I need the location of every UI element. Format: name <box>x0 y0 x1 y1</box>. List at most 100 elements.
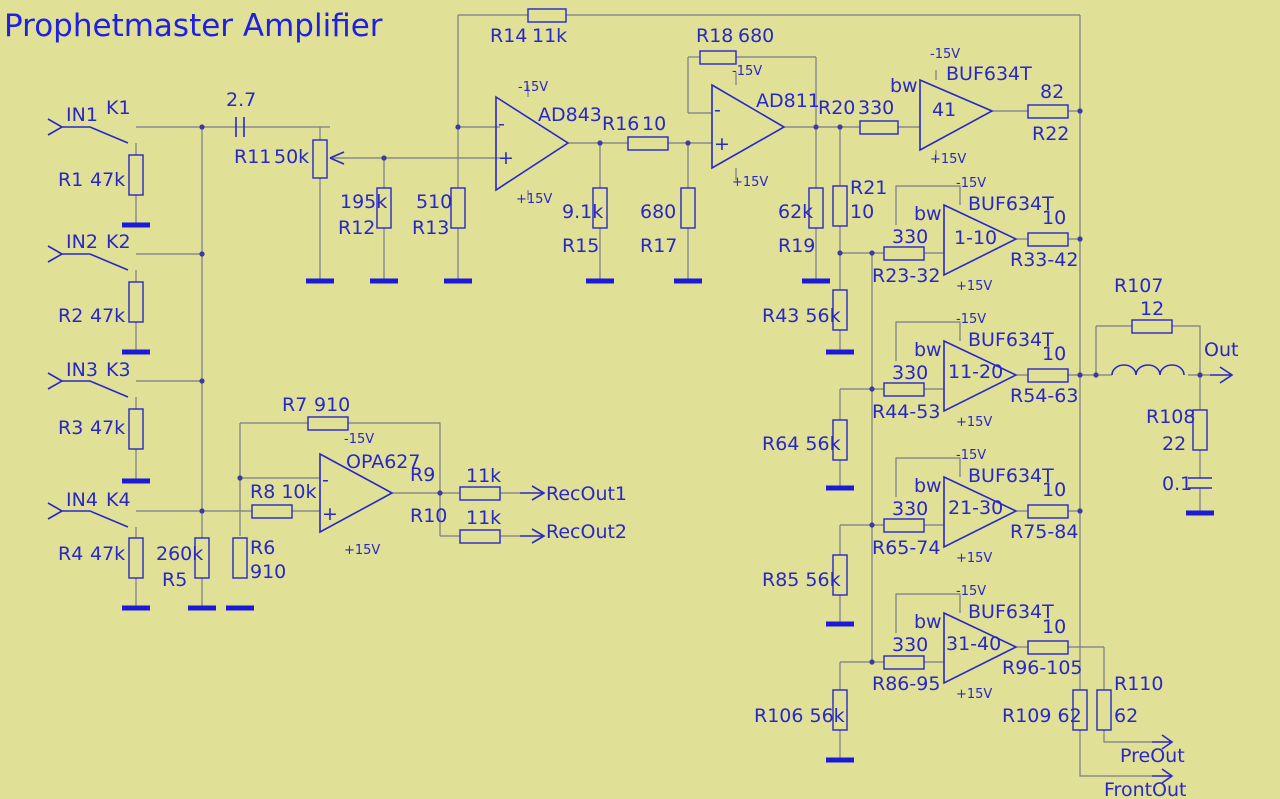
label-buf1-pos: +15V <box>956 279 992 294</box>
label-buf4-out-value: 10 <box>1042 616 1066 638</box>
label-buf2-out-name: R54-63 <box>1010 385 1078 407</box>
label-buf-main-pos: +15V <box>930 152 966 167</box>
label-r2-value: 47k <box>90 305 125 327</box>
label-r110: R110 <box>1114 673 1163 695</box>
label-r11: R11 <box>234 146 271 168</box>
recout1-arrow-icon <box>520 485 546 501</box>
label-ad843-plus: + <box>498 147 514 169</box>
resistor-r6 <box>232 537 248 579</box>
pot-wiper-icon <box>329 151 345 165</box>
label-r5: R5 <box>162 569 187 591</box>
label-r108-value: 22 <box>1162 433 1186 455</box>
label-buf4-num: 31-40 <box>946 633 1001 655</box>
label-r1: R1 <box>58 169 83 191</box>
label-opa627-neg: -15V <box>344 432 374 447</box>
label-in3: IN3 <box>66 359 98 381</box>
label-buf2-num: 11-20 <box>948 361 1003 383</box>
label-buf2-bw: bw <box>914 339 942 361</box>
label-buf-main-num: 41 <box>932 99 956 121</box>
label-r43: R43 56k <box>762 305 841 327</box>
label-r106: R106 56k <box>754 705 845 727</box>
opamp-opa627-icon <box>319 452 394 534</box>
label-r107-value: 12 <box>1140 298 1164 320</box>
resistor-r107 <box>1131 319 1173 334</box>
resistor-r110 <box>1096 689 1112 731</box>
resistor-r33-42 <box>1027 232 1069 247</box>
label-r20-value: 330 <box>858 97 894 119</box>
label-r5-value: 260k <box>156 543 203 565</box>
label-buf4-pos: +15V <box>956 687 992 702</box>
label-buf1-part: BUF634T <box>968 193 1054 215</box>
label-r64: R64 56k <box>762 433 841 455</box>
label-r21-value: 10 <box>850 201 874 223</box>
label-buf2-out-value: 10 <box>1042 343 1066 365</box>
resistor-r1 <box>128 154 144 196</box>
label-r12: R12 <box>338 217 375 239</box>
label-buf1-out-value: 10 <box>1042 207 1066 229</box>
label-r9: R9 <box>410 464 435 486</box>
label-cap-output-value: 0.1 <box>1162 473 1192 495</box>
label-r16-value: 10 <box>642 113 666 135</box>
label-r14: R14 <box>490 25 527 47</box>
label-r22: R22 <box>1032 123 1069 145</box>
label-recout1: RecOut1 <box>546 483 627 505</box>
opamp-ad811-icon <box>711 83 786 170</box>
label-r7-value: 910 <box>314 394 350 416</box>
resistor-r7 <box>307 416 349 431</box>
label-buf4-neg: -15V <box>956 584 986 599</box>
resistor-r5 <box>194 537 210 579</box>
labels: IN1 K1 R1 47k IN2 K2 R2 47k IN3 K3 R3 47… <box>58 25 1238 799</box>
label-buf1-num: 1-10 <box>954 227 997 249</box>
resistor-r18 <box>699 50 737 65</box>
resistor-r8 <box>251 504 293 519</box>
label-r14-value: 11k <box>532 25 567 47</box>
label-r17-value: 680 <box>640 201 676 223</box>
label-k2: K2 <box>106 231 131 253</box>
label-r11-value: 50k <box>274 146 309 168</box>
label-r7: R7 <box>282 394 307 416</box>
label-k3: K3 <box>106 359 131 381</box>
label-ad811-pos: +15V <box>732 175 768 190</box>
label-buf-main-neg: -15V <box>930 47 960 62</box>
label-buf4-part: BUF634T <box>968 601 1054 623</box>
resistor-r9 <box>459 486 501 501</box>
label-r108: R108 <box>1146 406 1195 428</box>
resistor-r14 <box>527 8 567 23</box>
label-buf3-out-value: 10 <box>1042 479 1066 501</box>
label-r110-value: 62 <box>1114 705 1138 727</box>
label-opa627-plus: + <box>322 503 338 525</box>
resistor-r16 <box>627 136 669 151</box>
resistor-r17 <box>680 187 696 229</box>
label-r107: R107 <box>1114 275 1163 297</box>
label-opa627-minus: - <box>322 469 329 491</box>
resistor-r21 <box>832 185 848 227</box>
label-r19: R19 <box>778 235 815 257</box>
resistor-r20 <box>859 120 899 135</box>
label-buf4-out-name: R96-105 <box>1002 657 1083 679</box>
label-buf1-neg: -15V <box>956 176 986 191</box>
label-ad811-minus: - <box>714 99 721 121</box>
buffer-3-icon <box>943 475 1018 549</box>
label-buf3-out-name: R75-84 <box>1010 521 1078 543</box>
label-r21: R21 <box>850 177 887 199</box>
resistor-r22 <box>1027 104 1069 119</box>
label-buf2-neg: -15V <box>956 312 986 327</box>
label-r9-value: 11k <box>466 465 501 487</box>
label-in2: IN2 <box>66 231 98 253</box>
label-opa627-pos: +15V <box>344 543 380 558</box>
label-r13-value: 510 <box>416 191 452 213</box>
resistor-r64 <box>832 419 848 461</box>
label-preout: PreOut <box>1120 745 1185 767</box>
resistor-r23-32 <box>883 246 925 261</box>
label-r18: R18 <box>696 25 733 47</box>
label-buf4-in-name: R86-95 <box>872 673 940 695</box>
label-r6-value: 910 <box>250 561 286 583</box>
label-ad843: AD843 <box>538 104 602 126</box>
label-buf3-part: BUF634T <box>968 465 1054 487</box>
potentiometer-r11 <box>312 139 328 179</box>
resistor-r85 <box>832 554 848 596</box>
out-arrow-icon <box>1210 366 1234 384</box>
resistor-r54-63 <box>1027 368 1069 383</box>
label-ad811-plus: + <box>714 133 730 155</box>
label-r85: R85 56k <box>762 569 841 591</box>
